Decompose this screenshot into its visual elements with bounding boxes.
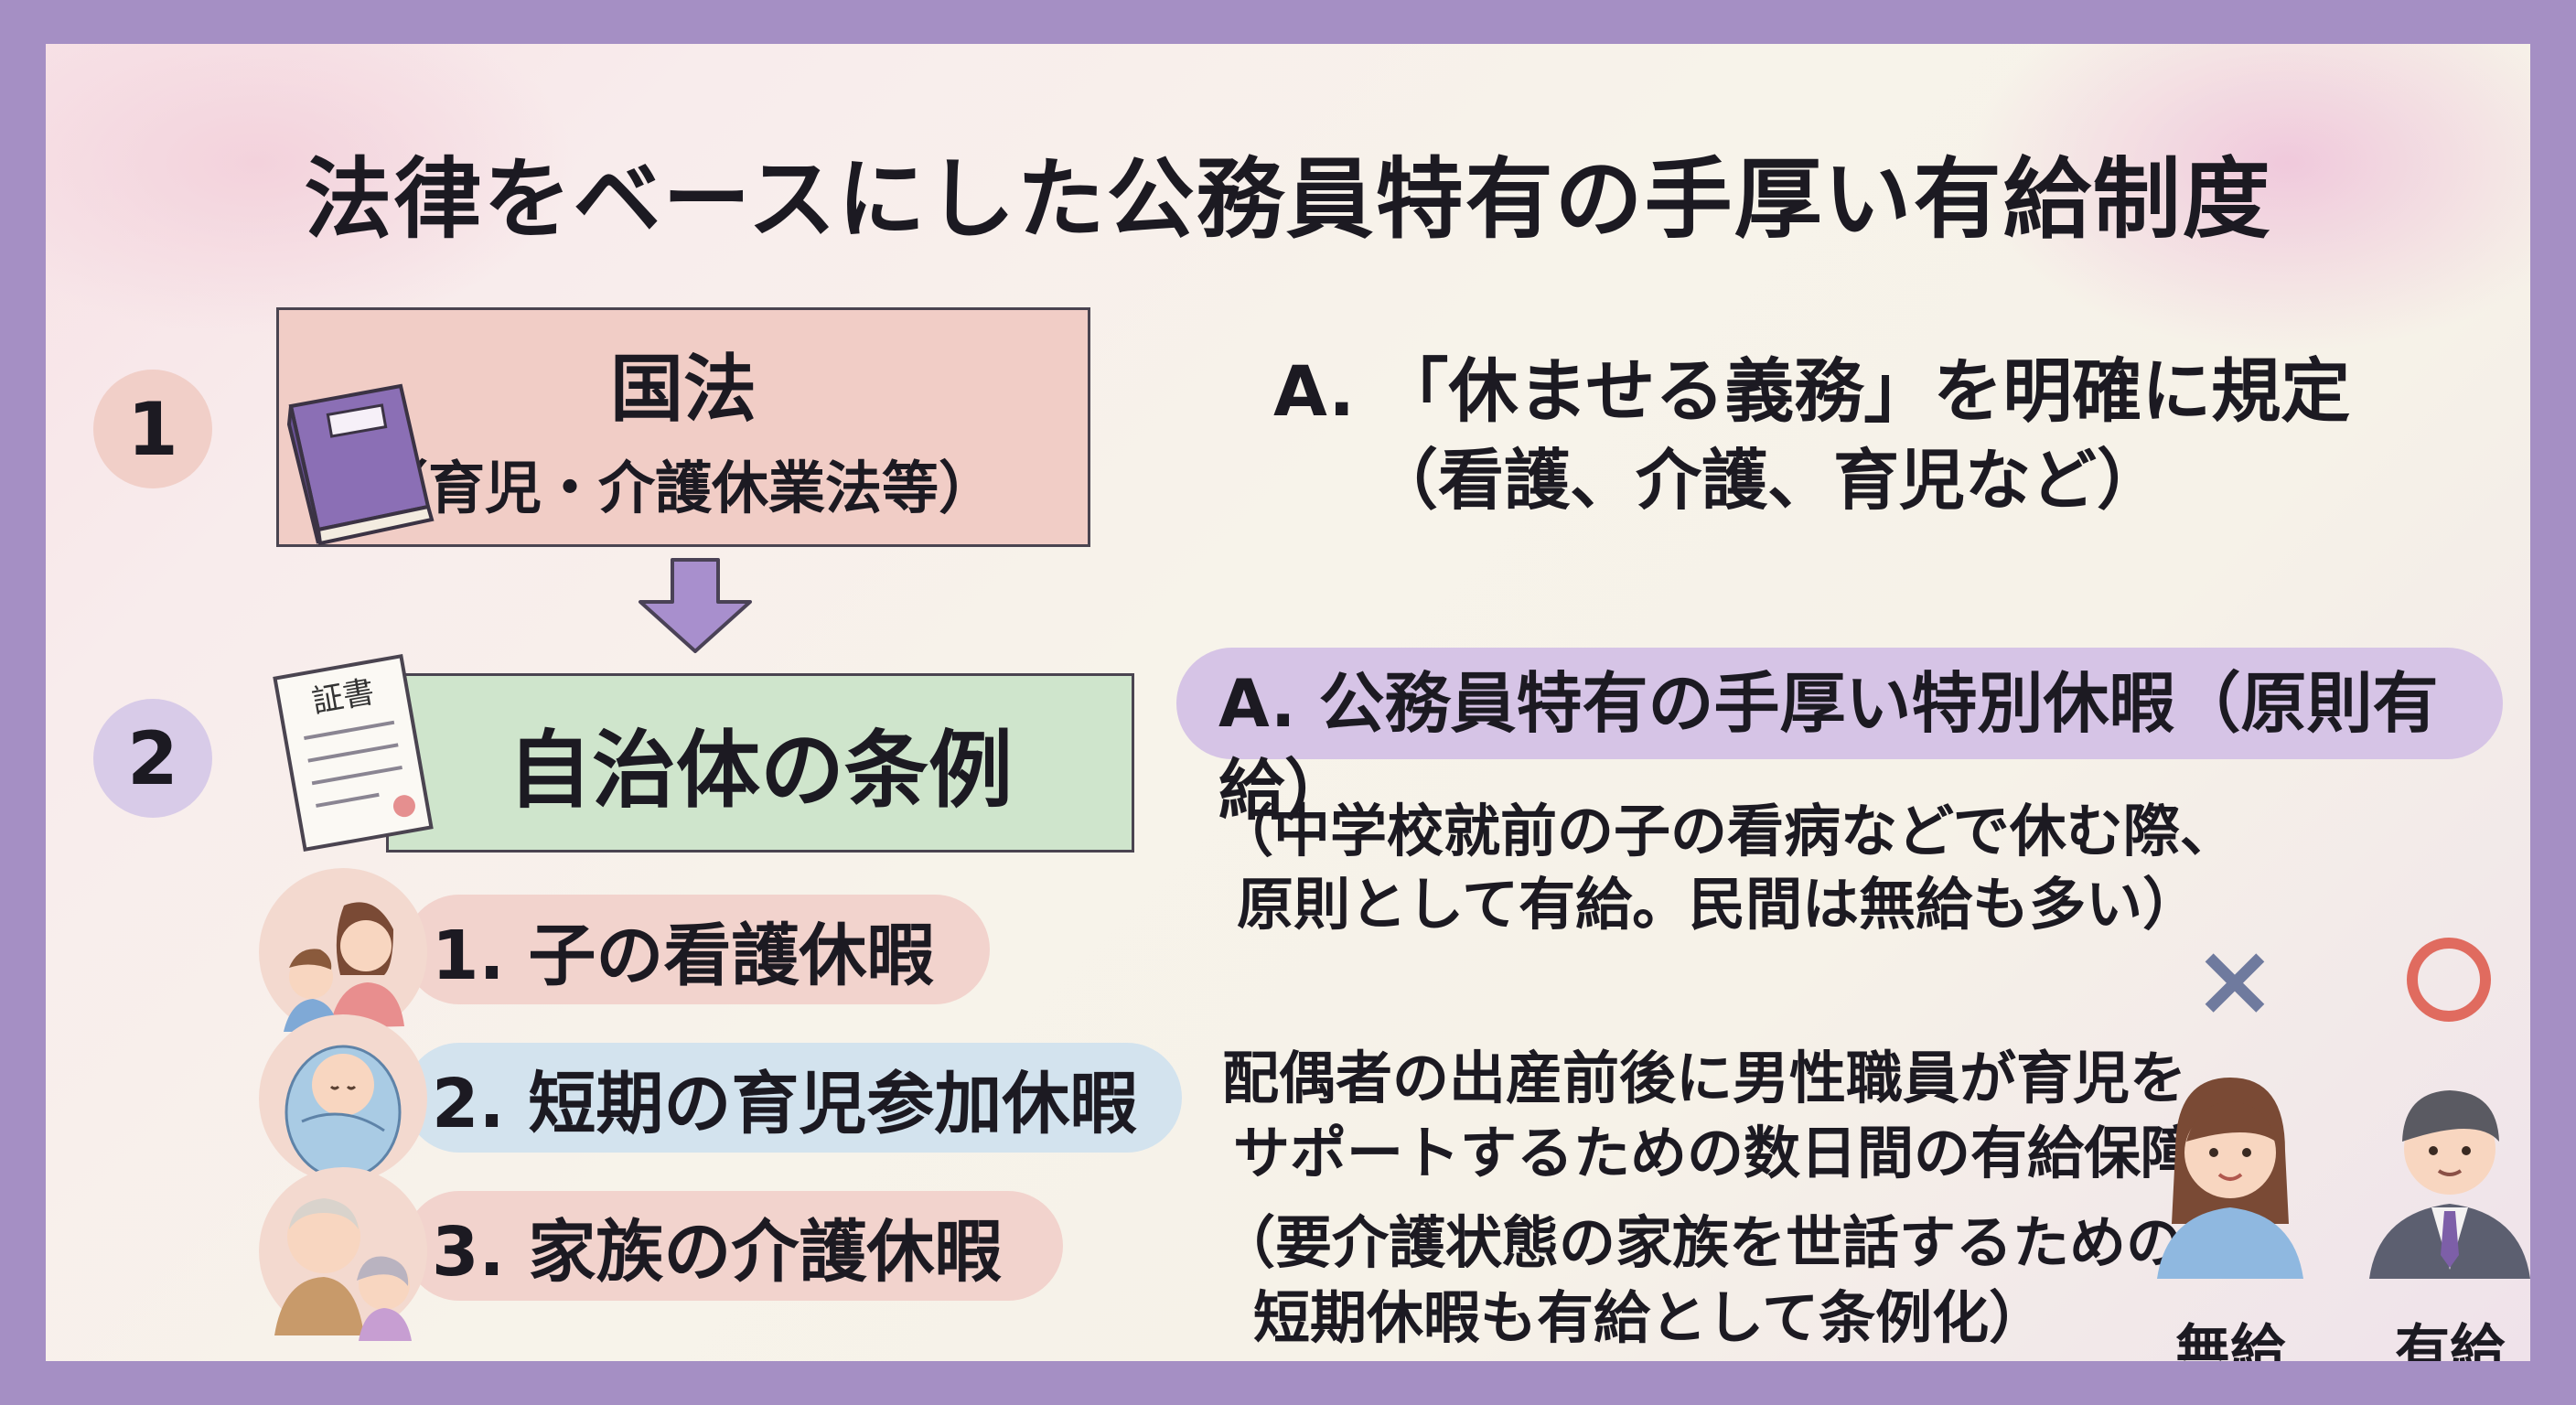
note-1-line-1: （中学校就前の子の看病などで休む際、 [1217, 798, 2237, 864]
book-icon [263, 370, 446, 552]
list-item: 3. 家族の介護休暇 [404, 1191, 1063, 1301]
mother-child-icon [256, 865, 430, 1039]
man-suit-avatar-icon [2358, 1050, 2530, 1279]
page-title: 法律をベースにした公務員特有の手厚い有給制度 [304, 148, 2272, 251]
cross-mark-icon: × [2192, 921, 2278, 1038]
a2-heading: A. 公務員特有の手厚い特別休暇（原則有給） [1218, 665, 2439, 830]
a1-heading: A. 「休ませる義務」を明確に規定 [1273, 350, 2351, 432]
a1-subheading: （看護、介護、育児など） [1372, 442, 2163, 519]
national-law-sub: （育児・介護休業法等） [370, 455, 995, 521]
circle-mark-icon [2399, 929, 2499, 1030]
ordinance-box: 自治体の条例 [386, 673, 1134, 853]
unpaid-label: 無給 [2175, 1319, 2285, 1361]
list-item: 2. 短期の育児参加休暇 [404, 1043, 1182, 1153]
ordinance-heading: 自治体の条例 [507, 721, 1013, 820]
national-law-box: 国法 （育児・介護休業法等） [276, 307, 1090, 547]
note-3-line-2: 短期休暇も有給として条例化） [1253, 1284, 2046, 1351]
national-law-heading: 国法 [610, 347, 757, 432]
note-3-line-1: （要介護状態の家族を世話するための [1218, 1209, 2184, 1276]
note-2-line-1: 配偶者の出産前後に男性職員が育児を [1222, 1045, 2187, 1111]
step-2-number: 2 [93, 699, 212, 818]
step-1-number: 1 [93, 370, 212, 488]
item-label: 3. 家族の介護休暇 [432, 1212, 1003, 1292]
paid-label: 有給 [2395, 1319, 2505, 1361]
down-arrow-icon [631, 556, 759, 657]
elder-care-icon [256, 1162, 430, 1345]
note-1-line-2: 原則として有給。民間は無給も多い） [1237, 871, 2200, 938]
certificate-icon: 証書 [262, 648, 445, 858]
item-label: 1. 子の看護休暇 [432, 916, 935, 995]
woman-avatar-icon [2139, 1050, 2322, 1279]
infographic-canvas: 法律をベースにした公務員特有の手厚い有給制度 1 国法 （育児・介護休業法等） … [46, 44, 2530, 1361]
baby-icon [256, 1012, 430, 1185]
list-item: 1. 子の看護休暇 [404, 895, 990, 1004]
note-2-line-2: サポートするための数日間の有給保障 [1233, 1120, 2198, 1186]
item-label: 2. 短期の育児参加休暇 [432, 1064, 1138, 1143]
a2-banner [1176, 648, 2503, 759]
